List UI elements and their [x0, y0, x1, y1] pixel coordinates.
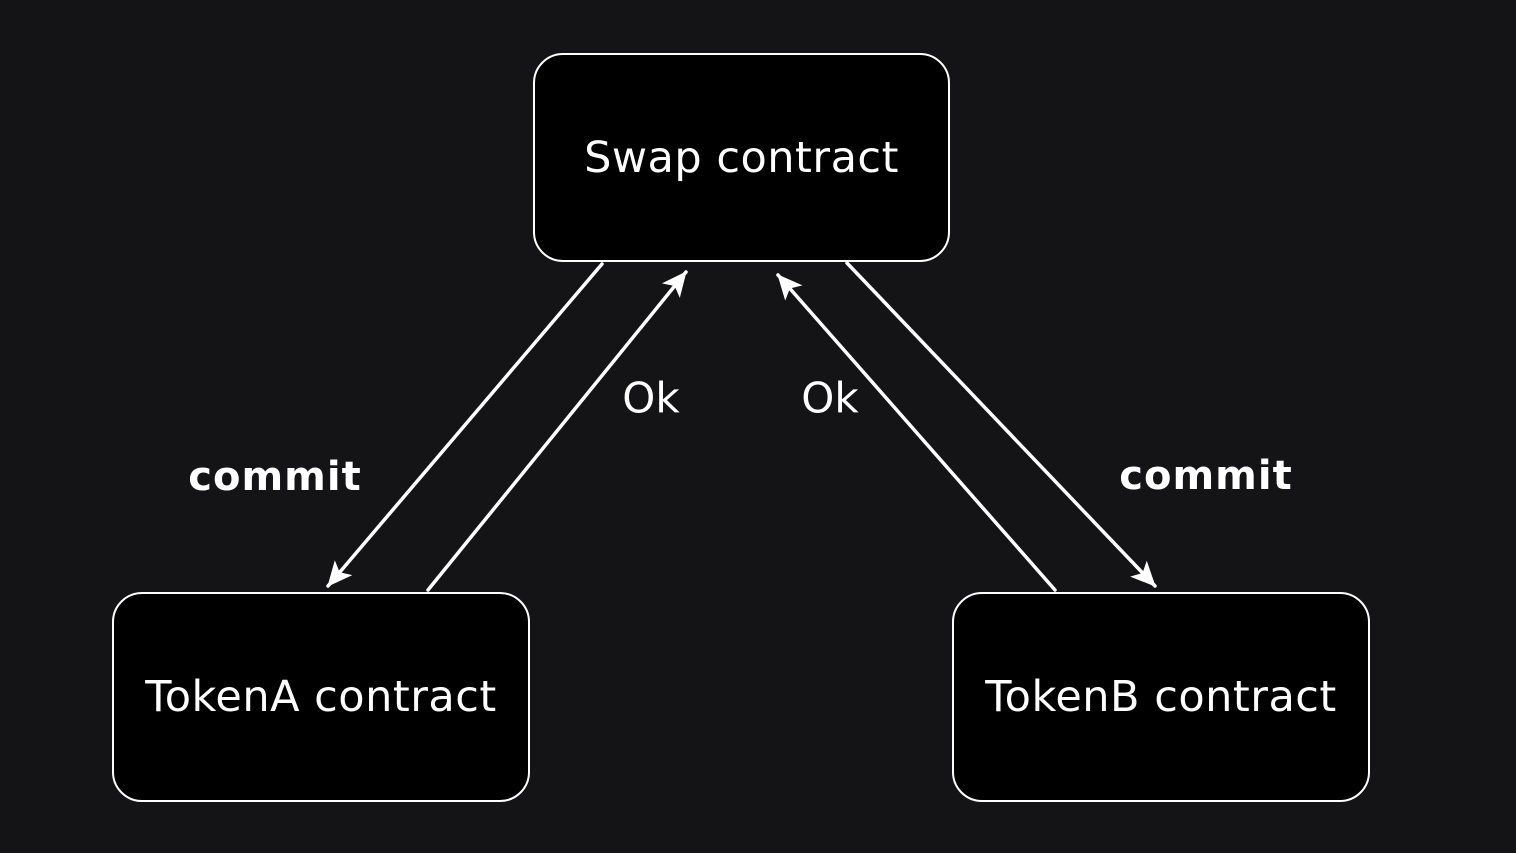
edge-label-ok-right: Ok [801, 373, 859, 423]
node-tokena-contract: TokenA contract [112, 592, 530, 802]
edge-label-commit-left: commit [188, 454, 362, 500]
edge-ok-tokenb-to-swap [776, 273, 1057, 592]
node-tokena-contract-label: TokenA contract [145, 672, 497, 722]
edge-commit-swap-to-tokena [326, 262, 604, 588]
node-tokenb-contract-label: TokenB contract [985, 672, 1337, 722]
edge-ok-tokena-to-swap [426, 270, 688, 592]
edge-commit-swap-to-tokenb [845, 261, 1157, 588]
node-swap-contract-label: Swap contract [584, 132, 899, 183]
edge-label-ok-left: Ok [622, 373, 680, 423]
node-tokenb-contract: TokenB contract [952, 592, 1370, 802]
edge-label-commit-right: commit [1119, 453, 1293, 499]
node-swap-contract: Swap contract [533, 53, 950, 262]
